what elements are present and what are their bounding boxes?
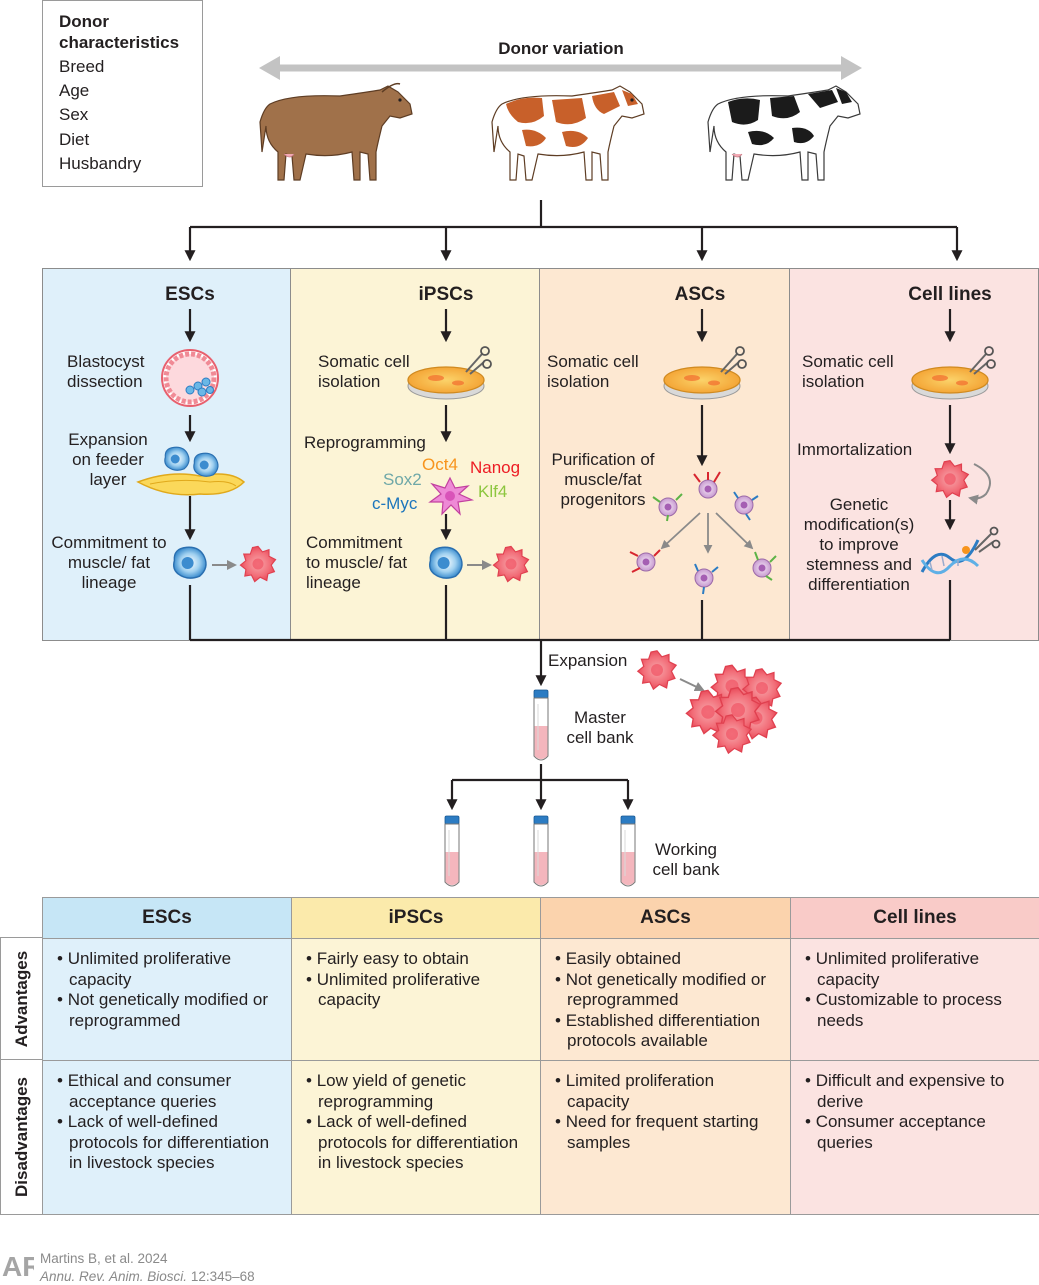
list-item: Unlimited proliferative capacity	[57, 949, 277, 990]
progenitor-cell-icon	[659, 498, 677, 516]
test-tube-icon	[534, 816, 548, 886]
advantages-cell-lines: Unlimited proliferative capacity Customi…	[791, 939, 1039, 1061]
somatic-isolation-label-cell-lines: Somatic cell isolation	[802, 352, 906, 392]
journal-name: Annu. Rev. Anim. Biosci.	[40, 1269, 187, 1284]
list-item: Unlimited proliferative capacity	[306, 970, 526, 1011]
stem-cell-icon	[174, 547, 206, 578]
list-item: Fairly easy to obtain	[306, 949, 526, 970]
row-label-advantages: Advantages	[12, 950, 32, 1046]
list-item: Unlimited proliferative capacity	[805, 949, 1025, 990]
list-item: Ethical and consumer acceptance queries	[57, 1071, 277, 1112]
comparison-table: ESCs iPSCs ASCs Cell lines Unlimited pro…	[42, 897, 1039, 1215]
panel-title-cell-lines: Cell lines	[890, 284, 1010, 306]
factor-cmyc: c-Myc	[372, 494, 417, 514]
ar-logo-icon: AR	[0, 1244, 34, 1284]
muscle-cell-icon	[932, 461, 969, 498]
factor-nanog: Nanog	[470, 458, 520, 478]
commitment-label-escs: Commitment to muscle/ fat lineage	[50, 533, 168, 593]
disadvantages-cell-lines: Difficult and expensive to derive Consum…	[791, 1061, 1039, 1215]
test-tube-icon	[445, 816, 459, 886]
progenitor-cell-icon	[753, 559, 771, 577]
disadvantages-ipscs: Low yield of genetic reprogramming Lack …	[292, 1061, 541, 1215]
muscle-cell-icon	[493, 546, 528, 581]
cow-holstein-icon	[708, 86, 860, 180]
dna-icon	[922, 540, 978, 573]
panel-title-escs: ESCs	[140, 284, 240, 306]
genetic-modification-label: Genetic modification(s) to improve stemn…	[798, 495, 920, 595]
advantages-ascs: Easily obtained Not genetically modified…	[541, 939, 791, 1061]
master-cell-bank-label: Master cell bank	[560, 708, 640, 748]
donor-variation-label: Donor variation	[420, 39, 702, 59]
row-label-advantages-cell: Advantages	[0, 937, 42, 1059]
list-item: Not genetically modified or reprogrammed	[57, 990, 277, 1031]
advantages-escs: Unlimited proliferative capacity Not gen…	[43, 939, 292, 1061]
stem-cell-icon	[430, 547, 462, 578]
expansion-label: Expansion	[548, 651, 627, 671]
progenitor-cell-icon	[699, 480, 717, 498]
row-label-disadvantages-cell: Disadvantages	[0, 1059, 42, 1215]
disadvantages-escs: Ethical and consumer acceptance queries …	[43, 1061, 292, 1215]
expansion-cells	[638, 651, 781, 753]
factor-klf4: Klf4	[478, 482, 507, 502]
immortalization-label: Immortalization	[797, 440, 912, 460]
journal-pages: 12:345–68	[187, 1269, 255, 1284]
row-label-disadvantages: Disadvantages	[12, 1077, 32, 1197]
list-item: Limited proliferation capacity	[555, 1071, 776, 1112]
factor-oct4: Oct4	[422, 455, 458, 475]
distribution-arrows	[190, 200, 957, 259]
factor-sox2: Sox2	[383, 470, 422, 490]
muscle-cell-icon	[240, 546, 275, 581]
test-tube-icon	[534, 690, 548, 760]
expansion-feeder-label: Expansion on feeder layer	[58, 430, 158, 490]
list-item: Easily obtained	[555, 949, 776, 970]
list-item: Lack of well-defined protocols for diffe…	[306, 1112, 526, 1174]
scissors-icon	[975, 528, 1000, 553]
footer-journal: Annu. Rev. Anim. Biosci. 12:345–68	[40, 1268, 255, 1285]
table-header-escs: ESCs	[43, 898, 292, 939]
list-item: Customizable to process needs	[805, 990, 1025, 1031]
list-item: Difficult and expensive to derive	[805, 1071, 1025, 1112]
cow-red-white-icon	[492, 86, 644, 180]
somatic-isolation-label-ipscs: Somatic cell isolation	[318, 352, 418, 392]
progenitor-cell-icon	[735, 496, 753, 514]
table-header-ipscs: iPSCs	[292, 898, 541, 939]
test-tube-icon	[621, 816, 635, 886]
panel-title-ipscs: iPSCs	[396, 284, 496, 306]
list-item: Low yield of genetic reprogramming	[306, 1071, 526, 1112]
purification-label: Purification of muscle/fat progenitors	[548, 450, 658, 510]
blastocyst-dissection-label: Blastocyst dissection	[67, 352, 167, 392]
table-header-ascs: ASCs	[541, 898, 791, 939]
disadvantages-ascs: Limited proliferation capacity Need for …	[541, 1061, 791, 1215]
reprogramming-label: Reprogramming	[304, 433, 434, 453]
list-item: Need for frequent starting samples	[555, 1112, 776, 1153]
footer-citation: Martins B, et al. 2024	[40, 1250, 168, 1267]
advantages-ipscs: Fairly easy to obtain Unlimited prolifer…	[292, 939, 541, 1061]
panel-title-ascs: ASCs	[650, 284, 750, 306]
table-header-cell-lines: Cell lines	[791, 898, 1039, 939]
logo-text: AR	[2, 1251, 34, 1282]
list-item: Lack of well-defined protocols for diffe…	[57, 1112, 277, 1174]
list-item: Established differentiation protocols av…	[555, 1011, 776, 1052]
progenitor-cell-icon	[695, 569, 713, 587]
donor-variation-arrow	[259, 56, 862, 80]
cow-brown-icon	[260, 84, 412, 180]
working-cell-bank-label: Working cell bank	[645, 840, 727, 880]
commitment-label-ipscs: Commitment to muscle/ fat lineage	[306, 533, 416, 593]
immortalization-loop-arrow	[970, 464, 990, 499]
somatic-isolation-label-ascs: Somatic cell isolation	[547, 352, 647, 392]
list-item: Consumer acceptance queries	[805, 1112, 1025, 1153]
blastocyst-icon	[162, 350, 218, 406]
reprogramming-cell-icon	[430, 478, 472, 514]
list-item: Not genetically modified or reprogrammed	[555, 970, 776, 1011]
